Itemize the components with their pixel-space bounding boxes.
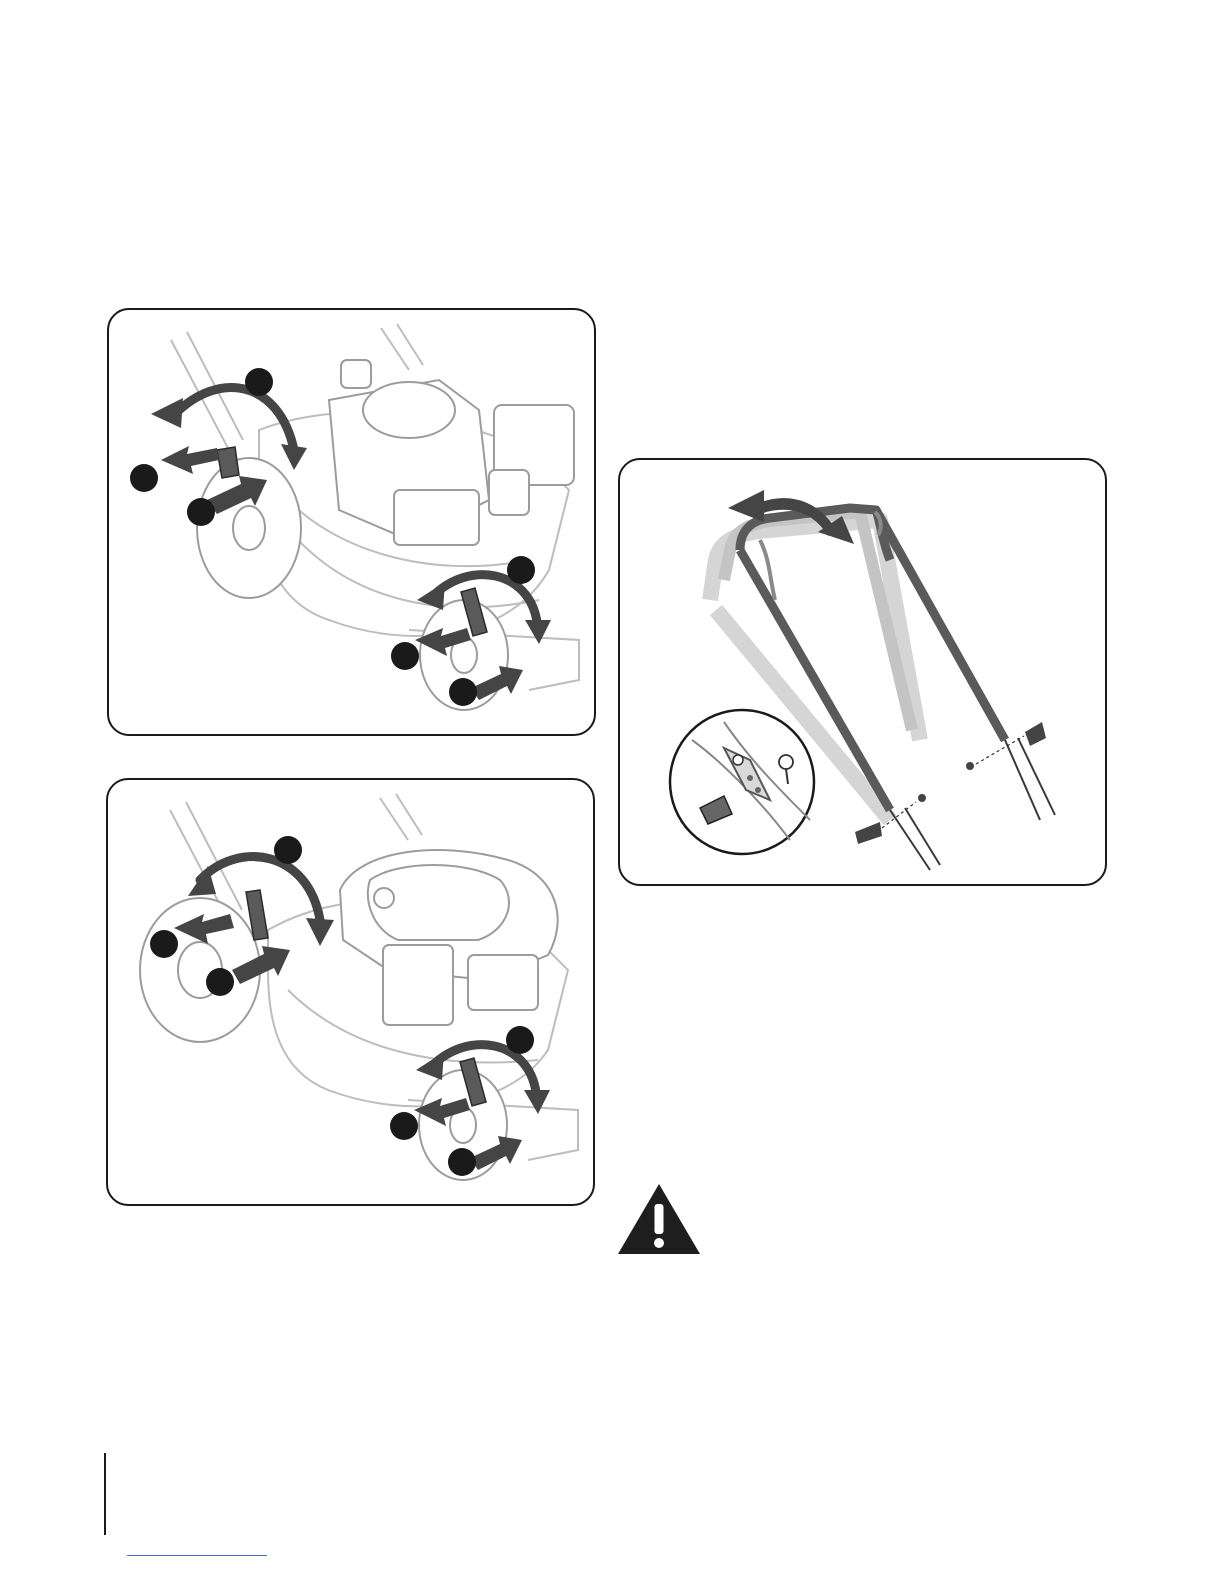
knob-icons [855, 722, 1046, 844]
detail-inset [670, 710, 814, 854]
footer-link-underline[interactable] [127, 1555, 267, 1556]
warning-triangle-icon [616, 1182, 702, 1256]
figure-wheel-adjust-b [106, 778, 595, 1206]
figure-a-illustration [109, 310, 596, 736]
figure-handle-adjust [618, 458, 1107, 886]
margin-rule [104, 1453, 106, 1535]
figure-c-illustration [620, 460, 1107, 886]
figure-b-illustration [108, 780, 595, 1206]
figure-wheel-adjust-a [107, 308, 596, 736]
